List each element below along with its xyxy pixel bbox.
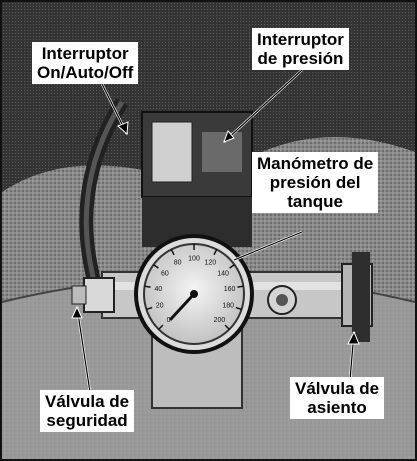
safety-valve <box>71 277 115 313</box>
gauge-scale-number: 80 <box>174 259 182 266</box>
gauge-tick <box>153 264 159 269</box>
gauge-scale-number: 60 <box>161 270 169 277</box>
label-tank-pressure-gauge: Manómetro de presión del tanque <box>252 152 379 213</box>
gauge-tick <box>144 285 151 288</box>
gauge-tick <box>158 324 164 330</box>
gauge-scale-number: 200 <box>214 317 226 324</box>
gauge-tick <box>170 249 175 256</box>
gauge-scale-number: 100 <box>188 256 200 263</box>
gauge-scale-number: 120 <box>204 259 216 266</box>
gauge-tick <box>213 249 218 256</box>
label-pressure-switch: Interruptor de presión <box>252 28 349 70</box>
gauge-scale-number: 160 <box>224 286 236 293</box>
gauge-scale-number: 0 <box>167 317 171 324</box>
label-drain-valve: Válvula de asiento <box>290 377 385 419</box>
gauge-scale-number: 140 <box>217 270 229 277</box>
label-on-auto-off-switch: Interruptor On/Auto/Off <box>32 42 139 84</box>
gauge-needle <box>168 292 196 322</box>
gauge-scale-number: 180 <box>222 303 234 310</box>
drain-valve <box>267 252 373 342</box>
gauge-scale-number: 20 <box>156 303 164 310</box>
gauge-tick <box>235 306 242 311</box>
label-safety-valve: Válvula de seguridad <box>40 390 135 432</box>
gauge-tick <box>224 324 230 330</box>
gauge-scale-number: 40 <box>155 286 163 293</box>
gauge-tick <box>146 306 153 311</box>
gauge-tick <box>237 285 244 288</box>
gauge-tick <box>229 264 235 269</box>
